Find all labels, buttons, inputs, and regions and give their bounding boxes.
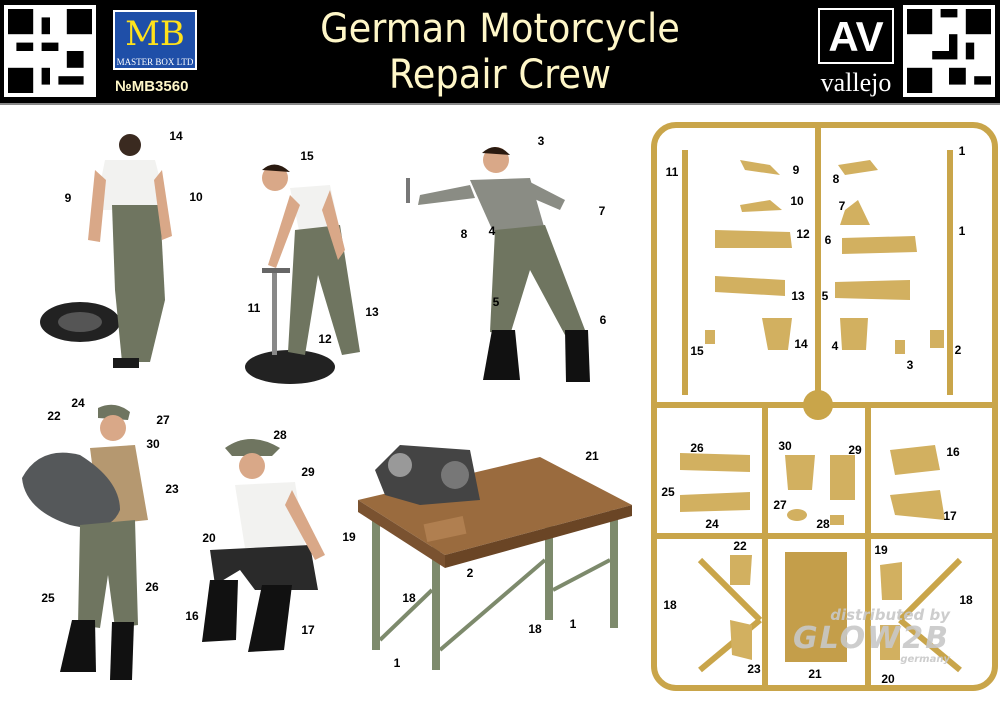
sprue-part-label: 1 <box>958 224 966 238</box>
figure-soldier-seated <box>202 439 325 652</box>
figure-soldier-tank <box>22 404 148 680</box>
figure-part-label: 25 <box>41 591 55 605</box>
sprue-part-label: 4 <box>831 339 839 353</box>
sprue-part-label: 25 <box>661 485 675 499</box>
figure-part-label: 6 <box>599 313 607 327</box>
sprue-part-label: 29 <box>848 443 862 457</box>
figure-part-label: 11 <box>247 301 261 315</box>
distributor-watermark: distributed by GLOW2B germany <box>792 606 950 665</box>
figure-part-label: 17 <box>301 623 315 637</box>
sprue-part-label: 5 <box>821 289 829 303</box>
kit-artwork <box>22 122 998 691</box>
sprue-part-label: 2 <box>954 343 962 357</box>
figure-part-label: 18 <box>528 622 542 636</box>
sprue-part-label: 26 <box>690 441 704 455</box>
sprue-part-label: 12 <box>796 227 810 241</box>
sprue-part-label: 11 <box>665 165 679 179</box>
figure-part-label: 1 <box>393 656 401 670</box>
figure-part-label: 13 <box>365 305 379 319</box>
workbench-with-engine <box>358 445 632 670</box>
sprue-part-label: 16 <box>946 445 960 459</box>
sprue-part-label: 24 <box>705 517 719 531</box>
sprue-part-label: 21 <box>808 667 822 681</box>
product-title: German Motorcycle Repair Crew <box>320 6 680 98</box>
master-box-logo: MB MASTER BOX LTD <box>113 10 197 70</box>
parts-sprue <box>651 122 998 691</box>
catalog-number: №MB3560 <box>115 78 189 95</box>
sprue-part-label: 7 <box>838 199 846 213</box>
figure-part-label: 15 <box>300 149 314 163</box>
figure-part-label: 9 <box>64 191 72 205</box>
sprue-part-label: 14 <box>794 337 808 351</box>
figure-part-label: 1 <box>569 617 577 631</box>
sprue-parts <box>680 160 945 662</box>
sprue-part-label: 13 <box>791 289 805 303</box>
figure-part-label: 19 <box>342 530 356 544</box>
sprue-part-label: 1 <box>958 144 966 158</box>
sprue-part-label: 20 <box>881 672 895 686</box>
sprue-part-label: 8 <box>832 172 840 186</box>
figure-part-label: 3 <box>537 134 545 148</box>
figure-part-label: 28 <box>273 428 287 442</box>
sprue-part-label: 23 <box>747 662 761 676</box>
figure-part-label: 4 <box>488 224 496 238</box>
sprue-part-label: 28 <box>816 517 830 531</box>
figure-part-label: 20 <box>202 531 216 545</box>
figure-part-label: 12 <box>318 332 332 346</box>
sprue-part-label: 30 <box>778 439 792 453</box>
figure-mechanic-pump <box>245 164 360 384</box>
figure-part-label: 29 <box>301 465 315 479</box>
qr-code-right <box>903 5 995 97</box>
figure-part-label: 24 <box>71 396 85 410</box>
vallejo-logo: AV <box>818 8 894 64</box>
figure-part-label: 21 <box>585 449 599 463</box>
figure-part-label: 14 <box>169 129 183 143</box>
sprue-part-label: 9 <box>792 163 800 177</box>
figure-part-label: 22 <box>47 409 61 423</box>
figure-part-label: 10 <box>189 190 203 204</box>
header-banner: MB MASTER BOX LTD №MB3560 German Motorcy… <box>0 0 1000 105</box>
vallejo-name: vallejo <box>820 68 892 97</box>
sprue-part-label: 17 <box>943 509 957 523</box>
figure-mechanic-wrench <box>406 146 590 382</box>
figure-part-label: 27 <box>156 413 170 427</box>
sprue-part-label: 6 <box>824 233 832 247</box>
qr-code-left <box>4 5 96 97</box>
figure-part-label: 23 <box>165 482 179 496</box>
sprue-part-label: 10 <box>790 194 804 208</box>
sprue-part-label: 3 <box>906 358 914 372</box>
sprue-part-label: 18 <box>959 593 973 607</box>
figure-part-label: 8 <box>460 227 468 241</box>
figure-part-label: 5 <box>492 295 500 309</box>
sprue-part-label: 15 <box>690 344 704 358</box>
figure-part-label: 18 <box>402 591 416 605</box>
sprue-part-label: 22 <box>733 539 747 553</box>
figure-part-label: 26 <box>145 580 159 594</box>
figure-part-label: 16 <box>185 609 199 623</box>
sprue-part-label: 18 <box>663 598 677 612</box>
sprue-part-label: 27 <box>773 498 787 512</box>
figure-mechanic-back <box>40 134 172 368</box>
figure-part-label: 2 <box>466 566 474 580</box>
figure-part-label: 7 <box>598 204 606 218</box>
sprue-part-label: 19 <box>874 543 888 557</box>
figure-part-label: 30 <box>146 437 160 451</box>
